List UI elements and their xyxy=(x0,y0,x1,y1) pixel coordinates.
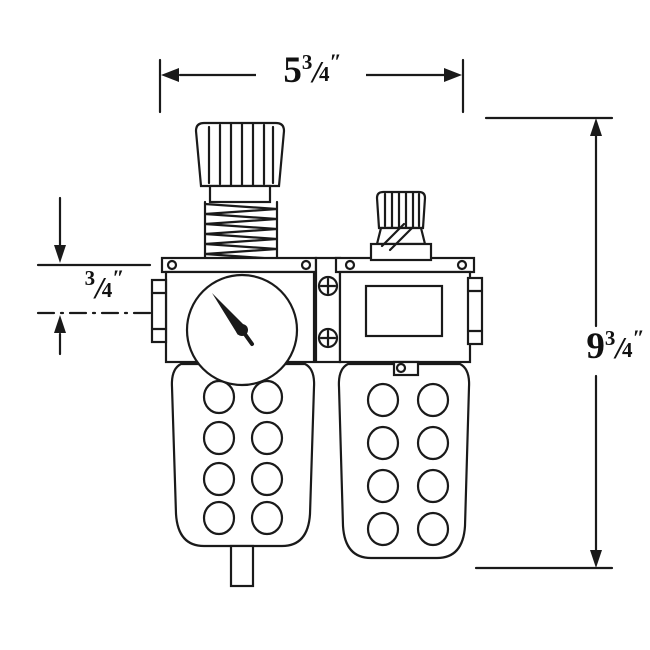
height-denominator: 4 xyxy=(621,338,633,362)
height-dimension-label: 93/4″ xyxy=(578,325,650,367)
lubricator-bowl xyxy=(337,362,471,560)
arrow-down-icon xyxy=(54,245,66,263)
arrow-up-icon xyxy=(590,118,602,136)
width-unit: ″ xyxy=(329,49,341,74)
width-whole: 5 xyxy=(283,50,302,91)
width-dimension xyxy=(158,58,465,114)
port-dimension-label: 3/4″ xyxy=(74,267,132,305)
width-dimension-label: 53/4″ xyxy=(256,49,366,91)
pressure-gauge xyxy=(185,273,299,387)
drip-tab xyxy=(392,360,420,377)
drain-fitting xyxy=(229,544,255,588)
regulator-knob xyxy=(194,121,286,204)
arrow-right-icon xyxy=(444,68,462,82)
right-mounting-bracket xyxy=(466,276,484,346)
gauge-hub xyxy=(236,324,248,336)
left-mounting-bracket xyxy=(150,278,168,344)
port-denominator: 4 xyxy=(101,278,113,302)
width-denominator: 4 xyxy=(318,62,330,86)
port-numerator: 3 xyxy=(84,266,96,290)
port-unit: ″ xyxy=(112,265,124,290)
lubricator-bowl-grip-holes xyxy=(366,382,450,547)
height-unit: ″ xyxy=(632,325,644,350)
arrow-down-icon xyxy=(590,550,602,568)
filter-bowl xyxy=(170,362,316,588)
lubricator-fill-cap xyxy=(369,190,433,262)
height-slash: / xyxy=(615,330,624,365)
width-slash: / xyxy=(312,54,321,89)
hatch-marks xyxy=(380,222,414,252)
filter-bowl-grip-holes xyxy=(202,379,284,536)
arrow-left-icon xyxy=(161,68,179,82)
gauge-needle xyxy=(212,293,246,335)
height-dimension xyxy=(474,116,614,570)
height-numerator: 3 xyxy=(604,326,616,350)
width-numerator: 3 xyxy=(301,50,313,74)
regulator-spring xyxy=(203,200,279,262)
joint-screws xyxy=(317,275,339,349)
height-whole: 9 xyxy=(586,326,605,367)
port-dimension xyxy=(36,196,157,356)
sight-window xyxy=(364,284,444,338)
lubricator-body xyxy=(314,256,484,377)
arrow-up-icon xyxy=(54,315,66,333)
port-slash: / xyxy=(95,270,104,305)
